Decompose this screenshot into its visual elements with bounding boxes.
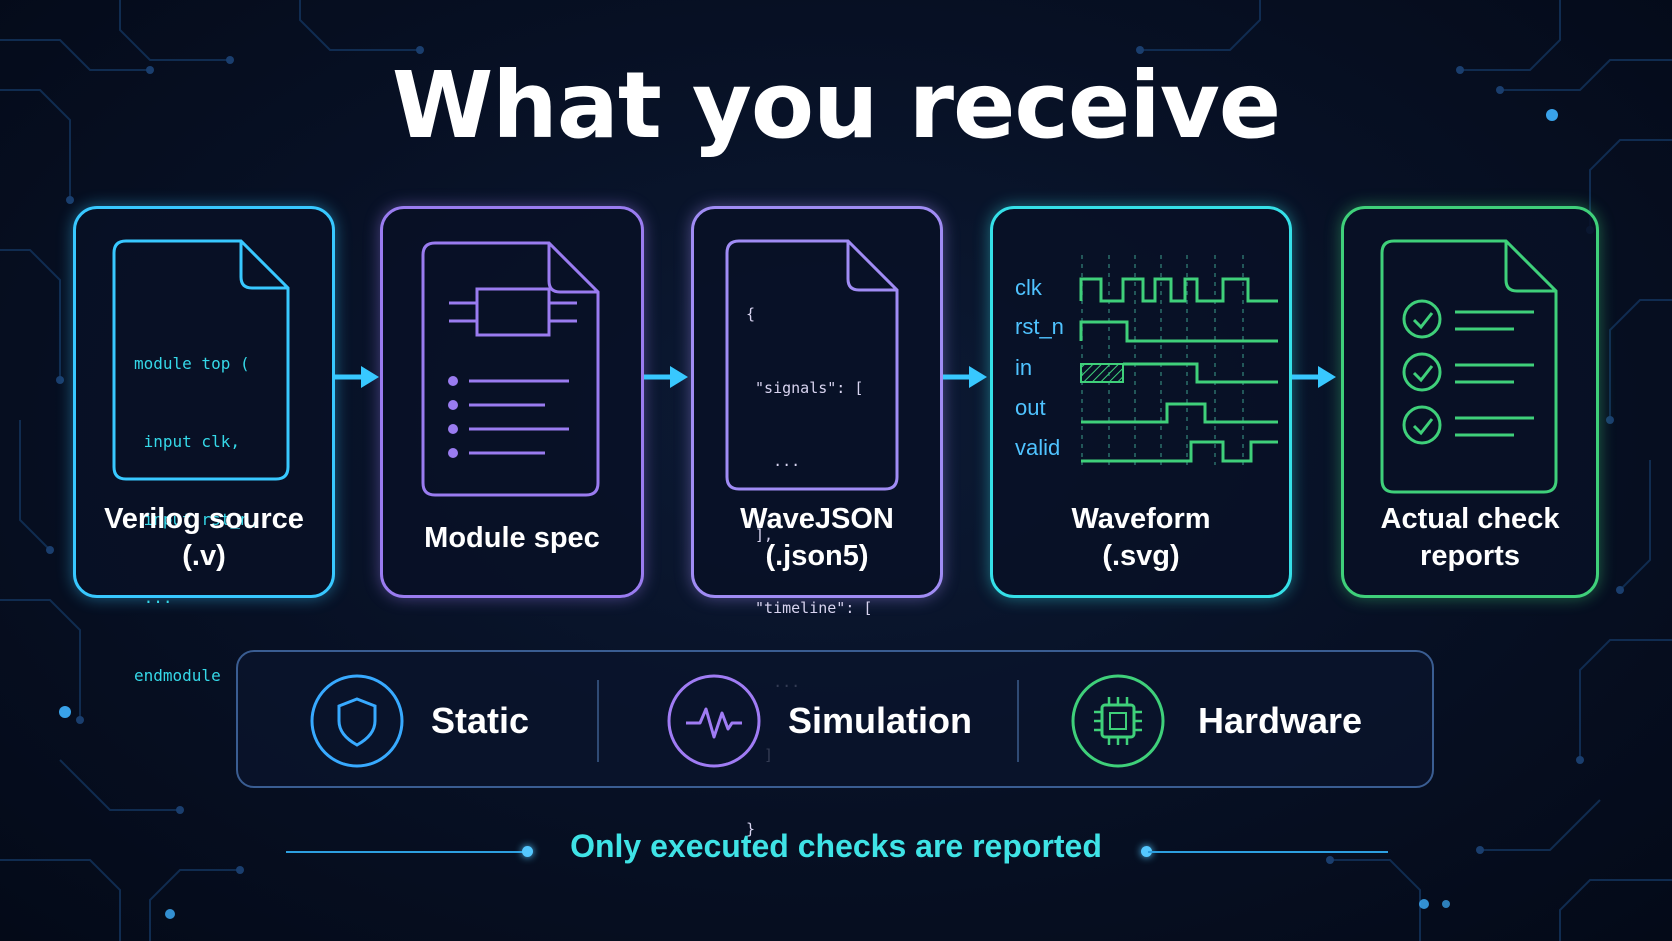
code-line: ], [746, 525, 774, 544]
code-line: "timeline": [ [746, 599, 873, 617]
code-line: ... [134, 588, 173, 607]
json-file-icon [725, 239, 899, 491]
checklist-document-icon [1380, 239, 1558, 494]
code-line: module top ( [134, 354, 250, 373]
rst-wave [1079, 320, 1278, 343]
card-label-line: (.json5) [765, 540, 869, 572]
waveform-diagram [1079, 255, 1278, 465]
card-verilog-source: module top ( input clk, input rst_n, ...… [73, 206, 335, 685]
arrow-right-icon [943, 366, 987, 388]
card-label-line: Actual check [1380, 503, 1560, 535]
mode-hardware: Hardware [1070, 652, 1362, 790]
signal-label-in: in [1015, 355, 1033, 380]
code-line: endmodule [134, 666, 221, 685]
valid-wave [1081, 440, 1278, 463]
card-module-spec: Module spec [380, 206, 644, 598]
code-line: input clk, [134, 432, 240, 451]
card-waveform: clk rst_n in out valid Waveform (.svg) [990, 206, 1292, 598]
card-label-line: Module spec [424, 522, 600, 554]
check-modes-panel: Static Simulation Hardware [236, 650, 1434, 788]
code-line: ... [746, 452, 801, 470]
card-wavejson: { "signals": [ ... ], "timeline": [ ... … [691, 206, 943, 838]
footer-line-right [1148, 851, 1388, 853]
card-label-line: Verilog source [104, 503, 304, 535]
footer-dot-right [1141, 846, 1152, 857]
divider [597, 680, 599, 762]
out-wave [1081, 402, 1278, 424]
footer-dot-left [522, 846, 533, 857]
code-line: } [746, 819, 756, 838]
arrow-right-icon [335, 366, 379, 388]
mode-label: Hardware [1198, 700, 1363, 741]
clk-wave [1079, 277, 1278, 303]
signal-label-rst-n: rst_n [1015, 314, 1064, 339]
mode-label: Static [431, 700, 530, 741]
card-label-line: (.v) [182, 540, 226, 572]
code-file-icon [112, 239, 290, 481]
code-line: "signals": [ [746, 378, 864, 397]
spec-document-icon [421, 241, 600, 497]
card-label: WaveJSON (.json5) [694, 501, 940, 575]
code-line: input rst_n, [134, 510, 260, 529]
in-wave [1123, 362, 1278, 384]
signal-label-out: out [1015, 395, 1046, 420]
chip-icon [1071, 674, 1165, 768]
signal-label-valid: valid [1015, 435, 1061, 460]
card-label: Verilog source (.v) [76, 501, 332, 575]
page-title: What you receive [391, 52, 1281, 159]
arrow-right-icon [644, 366, 688, 388]
verilog-code: module top ( input clk, input rst_n, ...… [134, 299, 259, 741]
signal-label-clk: clk [1015, 275, 1042, 300]
footer-note: Only executed checks are reported [570, 828, 1102, 864]
card-label-line: reports [1420, 540, 1520, 572]
card-label-line: Waveform [1071, 503, 1211, 535]
card-label-line: (.svg) [1102, 540, 1180, 572]
arrow-right-icon [1292, 366, 1336, 388]
mode-simulation: Simulation [666, 652, 972, 790]
card-label-line: WaveJSON [740, 503, 894, 535]
mode-label: Simulation [788, 700, 973, 741]
pulse-icon [667, 674, 761, 768]
shield-icon [310, 674, 404, 768]
footer-line-left [286, 851, 526, 853]
code-line: { [746, 305, 756, 323]
card-label: Actual check reports [1344, 501, 1596, 575]
mode-static: Static [309, 652, 529, 790]
card-label: Module spec [383, 520, 641, 557]
card-label: Waveform (.svg) [993, 501, 1289, 575]
divider [1017, 680, 1019, 762]
card-check-reports: Actual check reports [1341, 206, 1599, 598]
